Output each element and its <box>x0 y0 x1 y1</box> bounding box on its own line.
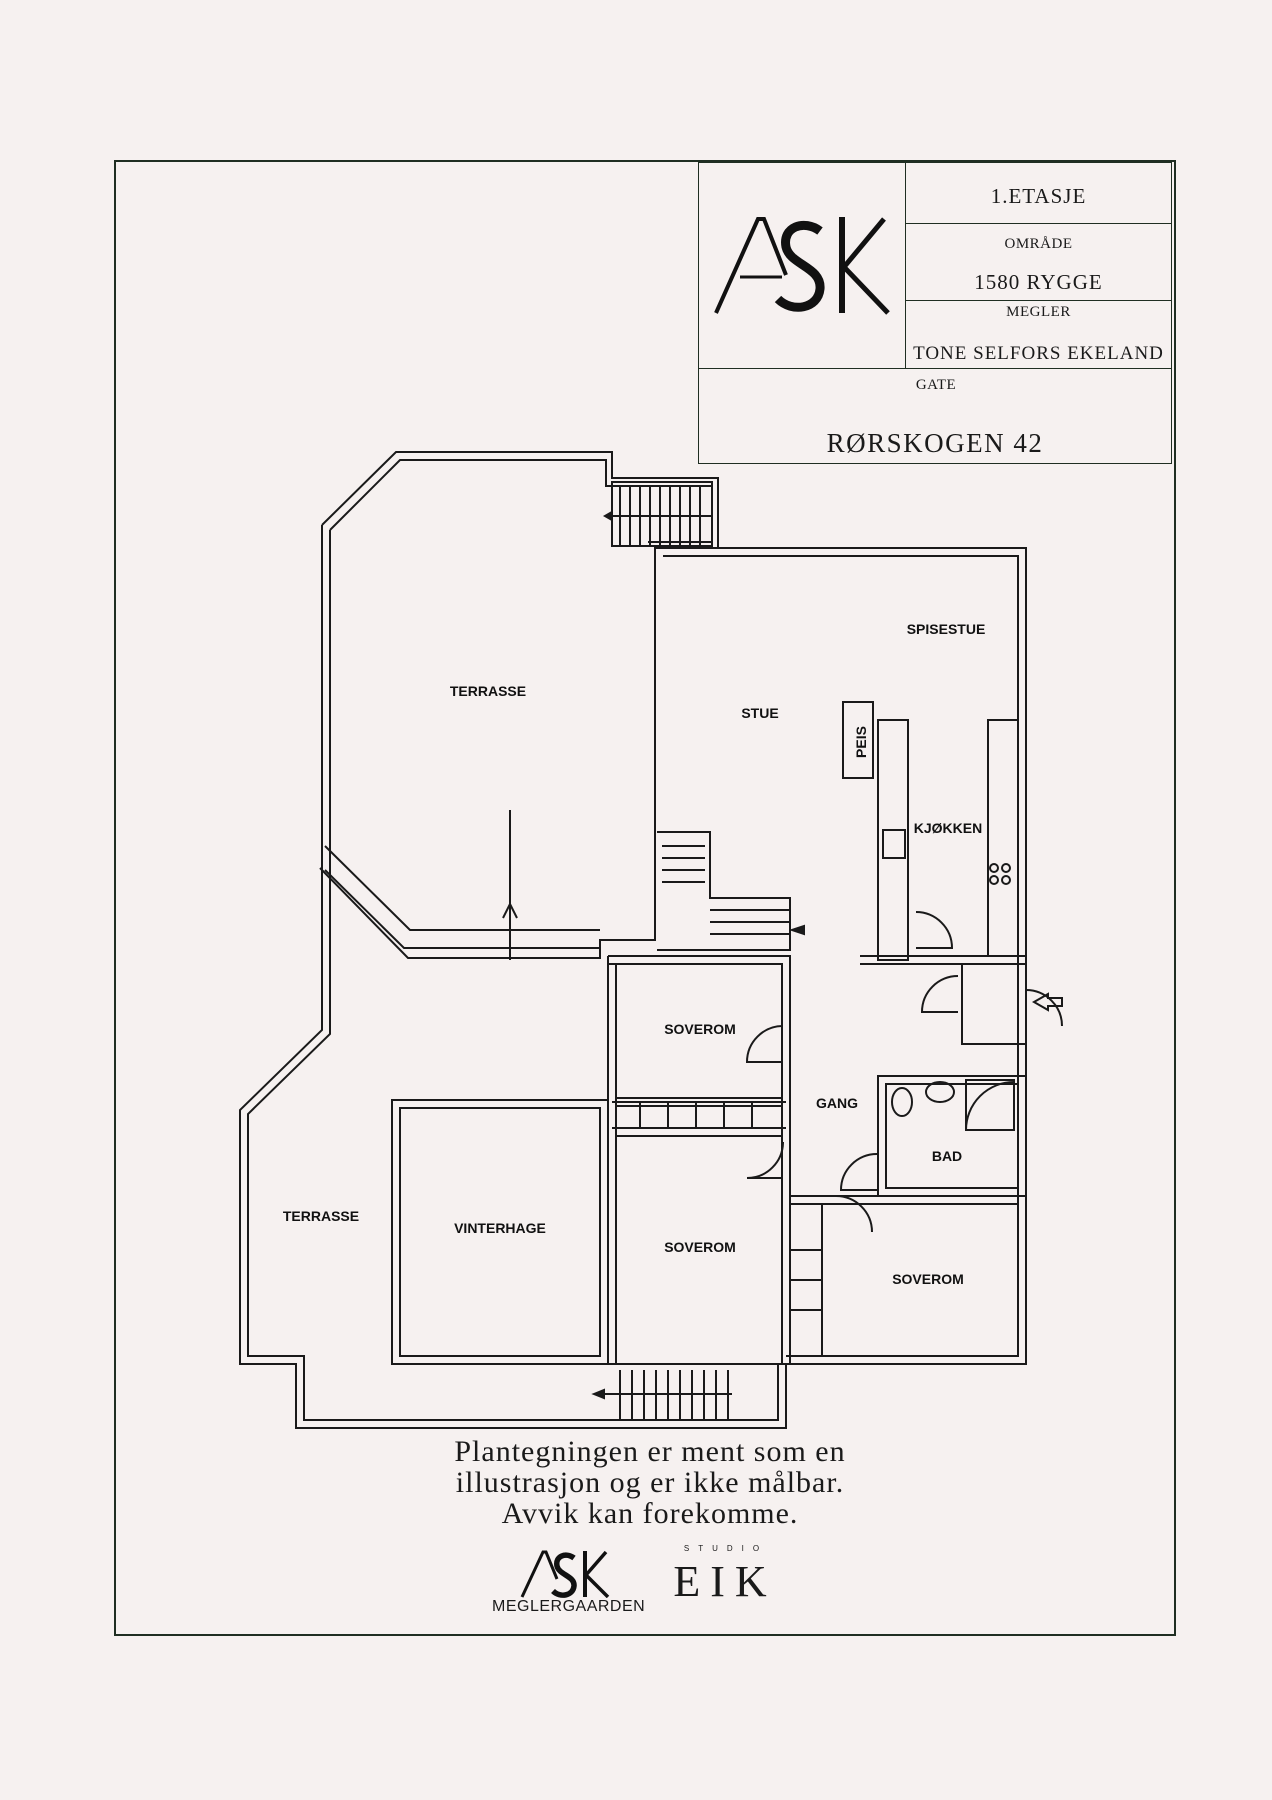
area-value: 1580 RYGGE <box>974 270 1103 294</box>
room-spisestue: SPISESTUE <box>907 621 986 637</box>
broker-value: TONE SELFORS EKELAND <box>913 343 1164 364</box>
room-soverom-3: SOVEROM <box>892 1271 964 1287</box>
room-gang: GANG <box>816 1095 858 1111</box>
plan-walls <box>239 451 1063 1429</box>
area-caption: OMRÅDE <box>1004 236 1073 252</box>
room-terrasse-bottom: TERRASSE <box>283 1208 359 1224</box>
disclaimer-line-3: Avvik kan forekomme. <box>501 1497 799 1530</box>
disclaimer-line-1: Plantegningen er ment som en <box>454 1435 846 1468</box>
footer-eik-top: STUDIO <box>683 1544 769 1553</box>
room-kjokken: KJØKKEN <box>914 820 982 836</box>
street-value: RØRSKOGEN 42 <box>826 428 1044 458</box>
room-peis: PEIS <box>853 726 869 758</box>
footer-ask-sub: MEGLERGAARDEN <box>492 1598 646 1615</box>
page-frame <box>114 160 1176 1636</box>
room-soverom-1: SOVEROM <box>664 1021 736 1037</box>
floor-label: 1.ETASJE <box>990 184 1087 208</box>
disclaimer-line-2: illustrasjon og er ikke målbar. <box>455 1466 845 1499</box>
disclaimer-note: Plantegningen er ment som en illustrasjo… <box>380 1436 920 1529</box>
room-stue: STUE <box>741 705 778 721</box>
room-bad: BAD <box>932 1148 962 1164</box>
footer-ask-logo <box>520 1550 610 1598</box>
broker-caption: MEGLER <box>1006 304 1071 320</box>
footer-eik-logo: EIK <box>673 1557 777 1606</box>
ask-logo <box>714 217 890 315</box>
room-terrasse-top: TERRASSE <box>450 683 526 699</box>
title-block-row-broker <box>905 300 1172 369</box>
room-soverom-2: SOVEROM <box>664 1239 736 1255</box>
room-vinterhage: VINTERHAGE <box>454 1220 546 1236</box>
street-caption: GATE <box>915 377 957 393</box>
